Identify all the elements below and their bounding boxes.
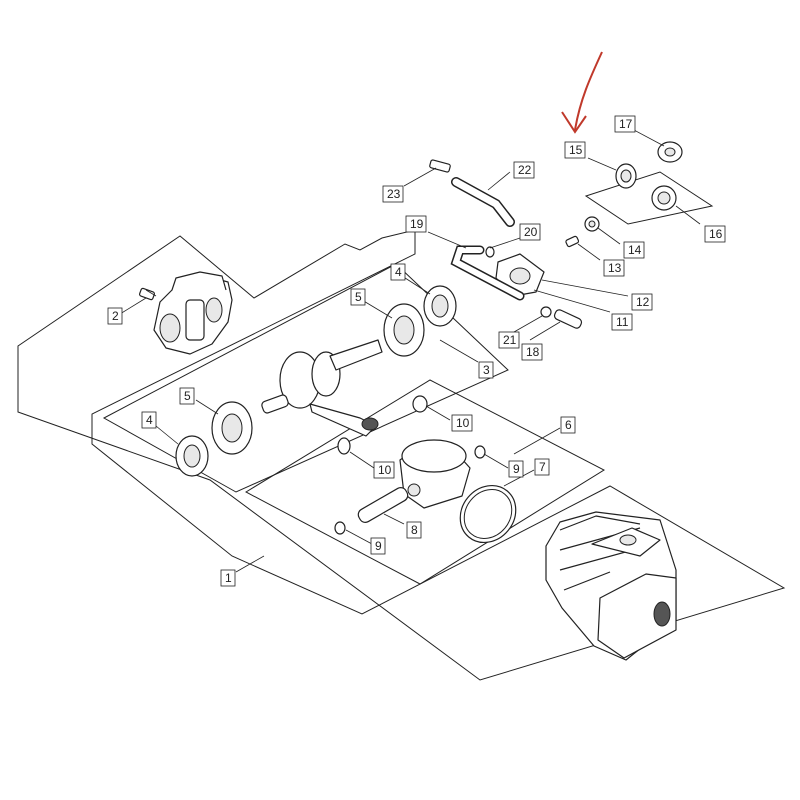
callout-16: 16 <box>704 225 726 243</box>
callout-2: 2 <box>107 307 123 325</box>
crankshaft <box>261 339 383 437</box>
callout-9-right-text: 9 <box>513 462 520 476</box>
callout-4-top: 4 <box>390 263 406 281</box>
bolt-13 <box>565 235 580 248</box>
callout-23-text: 23 <box>387 187 401 201</box>
callout-2-text: 2 <box>112 309 119 323</box>
group-6-outline <box>244 379 606 585</box>
boot-15 <box>615 163 637 189</box>
callout-20: 20 <box>519 223 541 241</box>
piston-pin <box>357 487 409 523</box>
callout-10-lower-text: 10 <box>378 463 392 477</box>
cylinder <box>545 511 677 661</box>
callout-14-text: 14 <box>628 243 642 257</box>
bolt-2 <box>139 287 157 301</box>
piston-ring <box>459 484 517 544</box>
callout-15: 15 <box>564 141 586 159</box>
callout-22-text: 22 <box>518 163 532 177</box>
callout-10-upper-text: 10 <box>456 416 470 430</box>
boot-16 <box>651 185 677 211</box>
callout-5-bottom: 5 <box>179 387 195 405</box>
crankcase-half <box>153 271 233 355</box>
callout-8-text: 8 <box>411 523 418 537</box>
callout-20-text: 20 <box>524 225 538 239</box>
bearing-5-top <box>383 303 425 357</box>
bearing-5-bottom <box>211 401 253 455</box>
callout-17: 17 <box>614 115 636 133</box>
pin-18 <box>540 306 583 329</box>
callout-21-text: 21 <box>503 333 517 347</box>
callout-6: 6 <box>560 416 576 434</box>
fitting-23 <box>429 159 451 173</box>
callout-3: 3 <box>478 361 494 379</box>
callout-19: 19 <box>405 215 427 233</box>
callout-8: 8 <box>406 521 422 539</box>
callout-7-text: 7 <box>539 460 546 474</box>
callout-15-text: 15 <box>569 143 583 157</box>
callout-1-text: 1 <box>225 571 232 585</box>
hose-19 <box>450 245 525 301</box>
callout-12: 12 <box>631 293 653 311</box>
callout-11: 11 <box>611 313 633 331</box>
callout-5-top: 5 <box>350 288 366 306</box>
group-1-outline <box>17 229 786 681</box>
callout-9-left-text: 9 <box>375 539 382 553</box>
seal-4-top <box>423 285 457 327</box>
callout-4-bottom: 4 <box>141 411 157 429</box>
callout-7: 7 <box>534 458 550 476</box>
callout-18-text: 18 <box>526 345 540 359</box>
callout-10-lower: 10 <box>373 461 395 479</box>
clamp-17 <box>657 141 683 163</box>
callout-4-top-text: 4 <box>395 265 402 279</box>
indicator-arrow <box>574 51 603 131</box>
callout-12-text: 12 <box>636 295 650 309</box>
callout-23: 23 <box>382 185 404 203</box>
callout-6-text: 6 <box>565 418 572 432</box>
callout-16-text: 16 <box>709 227 723 241</box>
callout-1: 1 <box>220 569 236 587</box>
callout-11-text: 11 <box>616 315 629 329</box>
indicator-arrowhead <box>561 111 587 134</box>
callout-5-bottom-text: 5 <box>184 389 191 403</box>
leader-lines <box>119 129 701 573</box>
callout-9-left: 9 <box>370 537 386 555</box>
small-parts-9-10 <box>334 395 486 535</box>
hose-22 <box>451 177 515 227</box>
washer-14 <box>584 216 600 232</box>
callout-5-top-text: 5 <box>355 290 362 304</box>
piston <box>399 439 471 509</box>
callout-3-text: 3 <box>483 363 490 377</box>
callout-21: 21 <box>498 331 520 349</box>
group-crank-outline <box>92 414 104 444</box>
callout-22: 22 <box>513 161 535 179</box>
group-14-outline <box>584 171 714 225</box>
callout-18: 18 <box>521 343 543 361</box>
fitting-20 <box>485 246 495 258</box>
callout-14: 14 <box>623 241 645 259</box>
seal-4-bottom <box>175 435 209 477</box>
callout-19-text: 19 <box>410 217 424 231</box>
callout-10-upper: 10 <box>451 414 473 432</box>
callout-9-right: 9 <box>508 460 524 478</box>
callout-4-bottom-text: 4 <box>146 413 153 427</box>
callout-17-text: 17 <box>619 117 633 131</box>
callout-13: 13 <box>603 259 625 277</box>
callout-13-text: 13 <box>608 261 622 275</box>
